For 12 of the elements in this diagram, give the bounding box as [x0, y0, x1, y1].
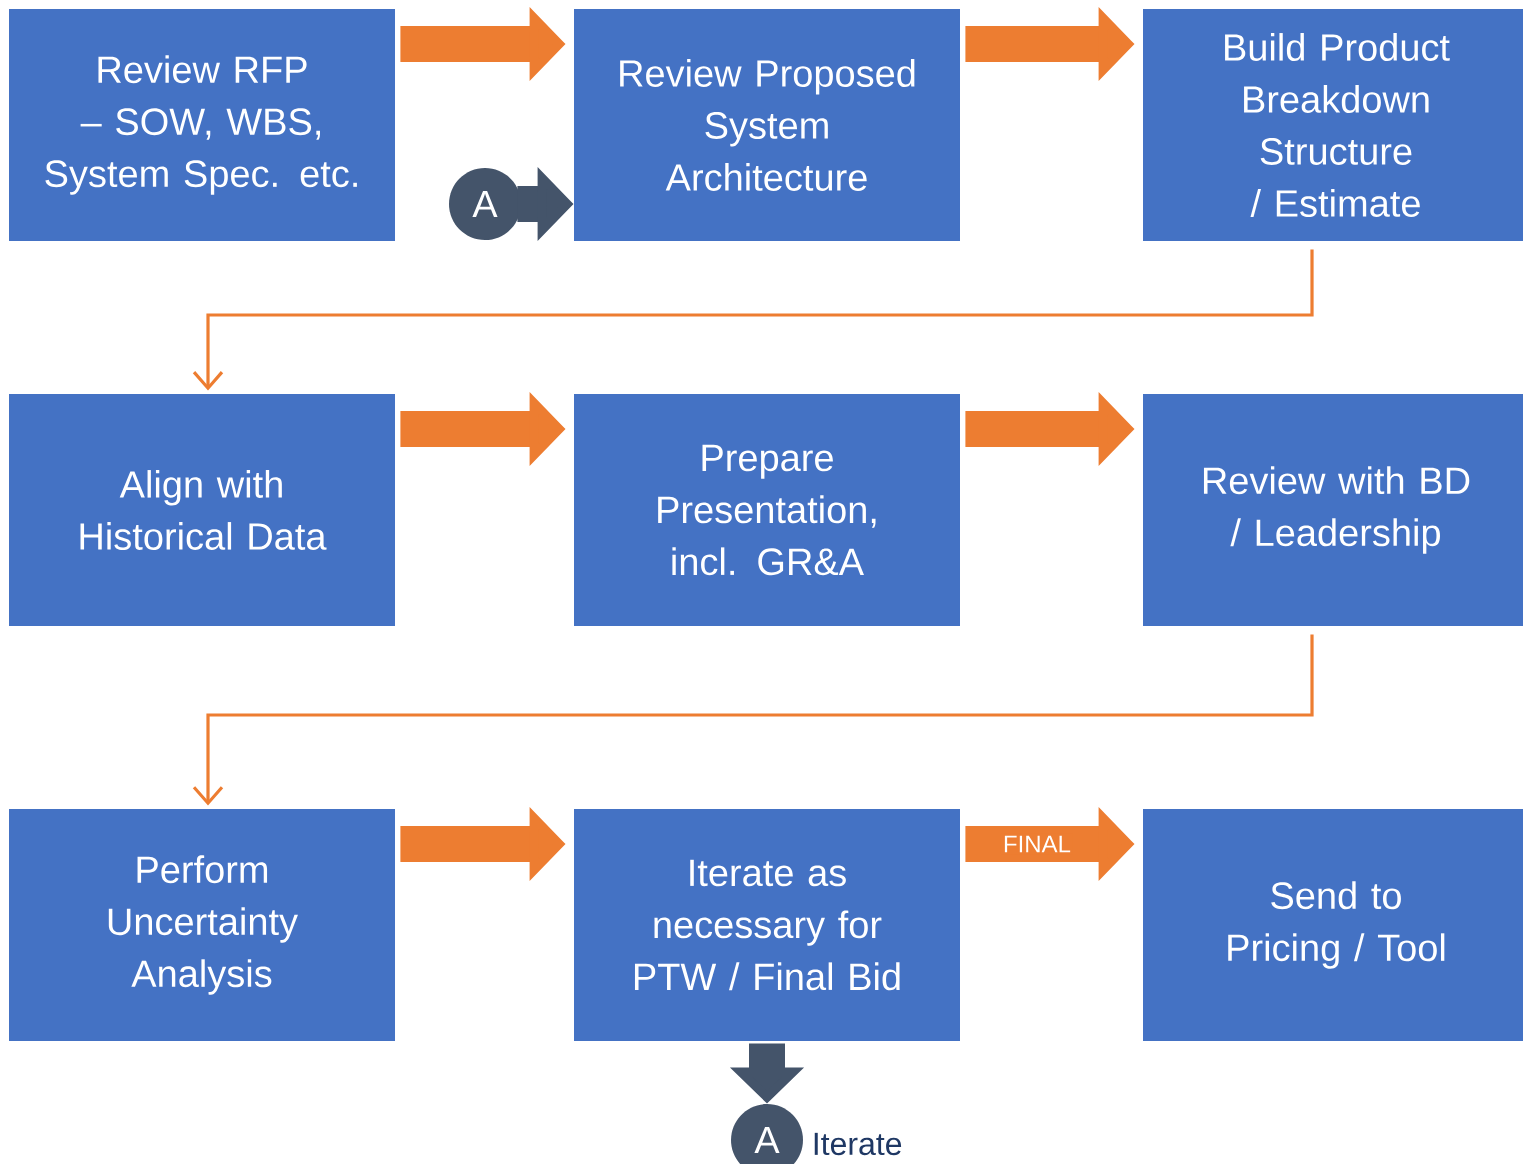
side-label: Iterate — [814, 1132, 902, 1156]
process-box: Review RFP – SOW, WBS, System Spec. etc. — [9, 9, 395, 241]
process-box: Prepare Presentation, incl. GR&A — [574, 394, 960, 626]
process-box: Review with BD / Leadership — [1143, 394, 1523, 626]
process-box: Align with Historical Data — [9, 394, 395, 626]
process-box: Review Proposed System Architecture — [574, 9, 960, 241]
process-box: Perform Uncertainty Analysis — [9, 809, 395, 1041]
process-box: Iterate as necessary for PTW / Final Bid — [574, 809, 960, 1041]
process-box: Send to Pricing / Tool — [1143, 809, 1523, 1041]
process-box: Build Product Breakdown Structure / Estimate — [1143, 9, 1523, 241]
connector-arrow — [192, 249, 1314, 391]
connector-arrow — [192, 634, 1314, 806]
